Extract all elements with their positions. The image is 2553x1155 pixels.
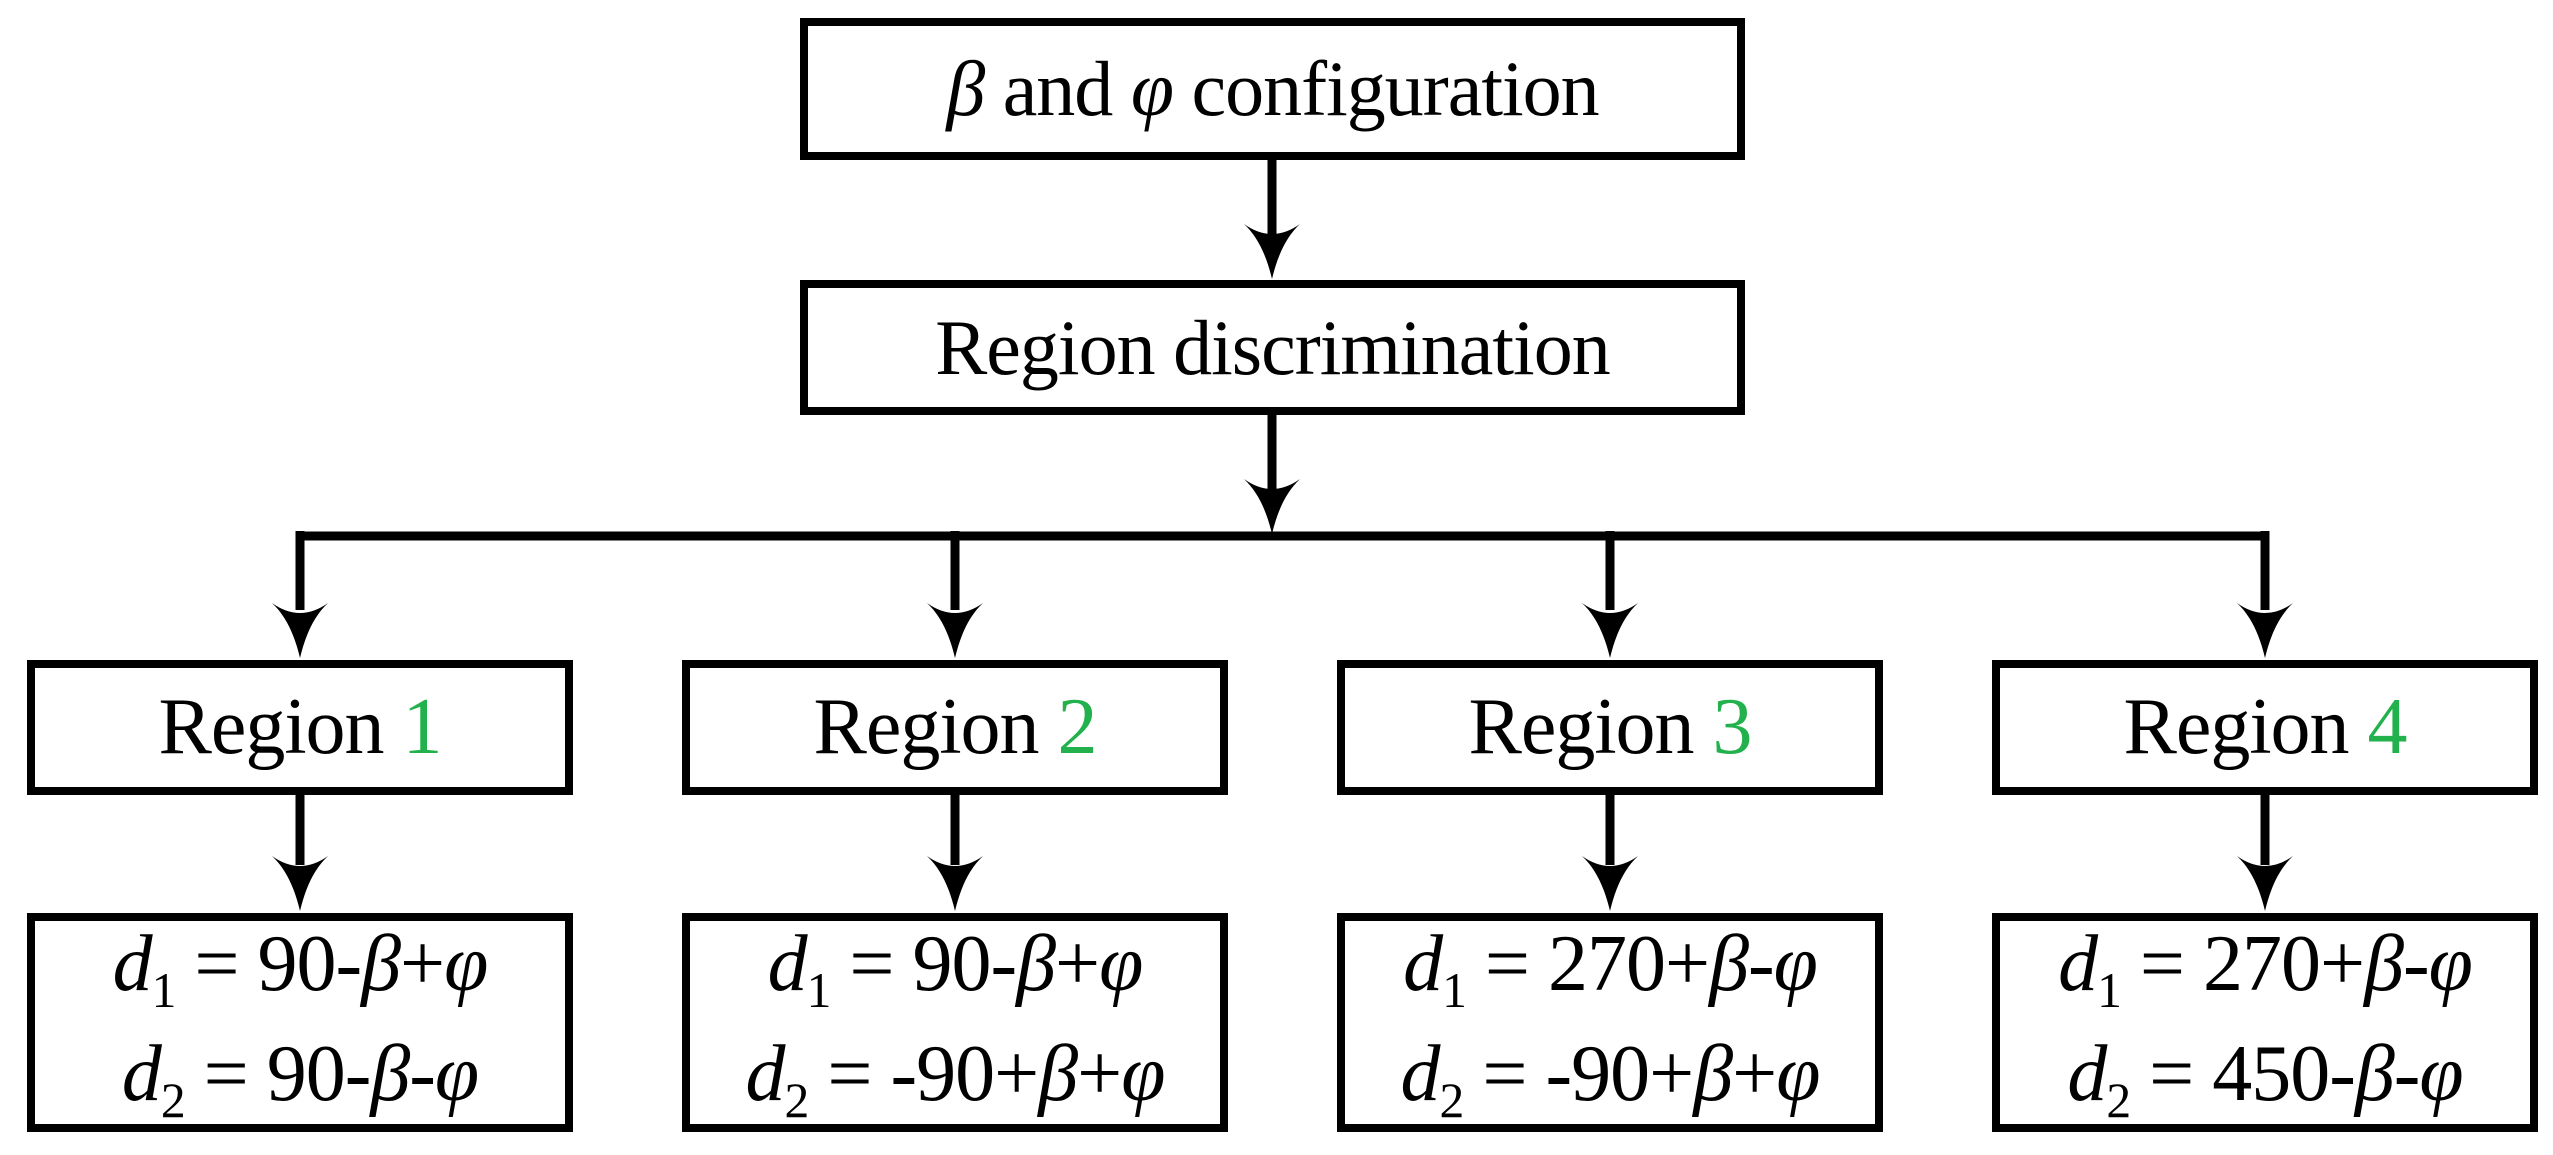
region-1-formula-d2: d2 = 90-β-φ <box>121 1029 479 1128</box>
region-4-formula-box: d1 = 270+β-φ d2 = 450-β-φ <box>1992 913 2538 1132</box>
arrowhead-icon <box>1582 603 1638 658</box>
arrowhead-icon <box>272 603 328 658</box>
arrowhead-icon <box>2237 603 2293 658</box>
region-discrimination-label: Region discrimination <box>935 303 1610 391</box>
region-3-box: Region 3 <box>1337 660 1883 795</box>
region-4-formula-d1: d1 = 270+β-φ <box>2058 920 2473 1019</box>
region-2-box: Region 2 <box>682 660 1228 795</box>
region-1-formula-box: d1 = 90-β+φ d2 = 90-β-φ <box>27 913 573 1132</box>
config-box: β and φ configuration <box>800 18 1745 160</box>
config-box-label: β and φ configuration <box>946 45 1599 132</box>
arrowhead-icon <box>927 603 983 658</box>
region-2-formula-d1: d1 = 90-β+φ <box>767 920 1144 1019</box>
region-3-formula-box: d1 = 270+β-φ d2 = -90+β+φ <box>1337 913 1883 1132</box>
region-3-formula-d1: d1 = 270+β-φ <box>1403 920 1818 1019</box>
region-1-formula-d1: d1 = 90-β+φ <box>112 920 489 1019</box>
region-4-label: Region 4 <box>2123 683 2407 771</box>
region-discrimination-box: Region discrimination <box>800 280 1745 415</box>
region-2-formula-box: d1 = 90-β+φ d2 = -90+β+φ <box>682 913 1228 1132</box>
region-4-formula-d2: d2 = 450-β-φ <box>2067 1029 2463 1128</box>
region-2-label: Region 2 <box>813 683 1097 771</box>
region-3-label: Region 3 <box>1468 683 1752 771</box>
region-1-label: Region 1 <box>158 683 442 771</box>
region-1-box: Region 1 <box>27 660 573 795</box>
region-3-formula-d2: d2 = -90+β+φ <box>1400 1029 1821 1128</box>
region-4-box: Region 4 <box>1992 660 2538 795</box>
region-2-formula-d2: d2 = -90+β+φ <box>745 1029 1166 1128</box>
